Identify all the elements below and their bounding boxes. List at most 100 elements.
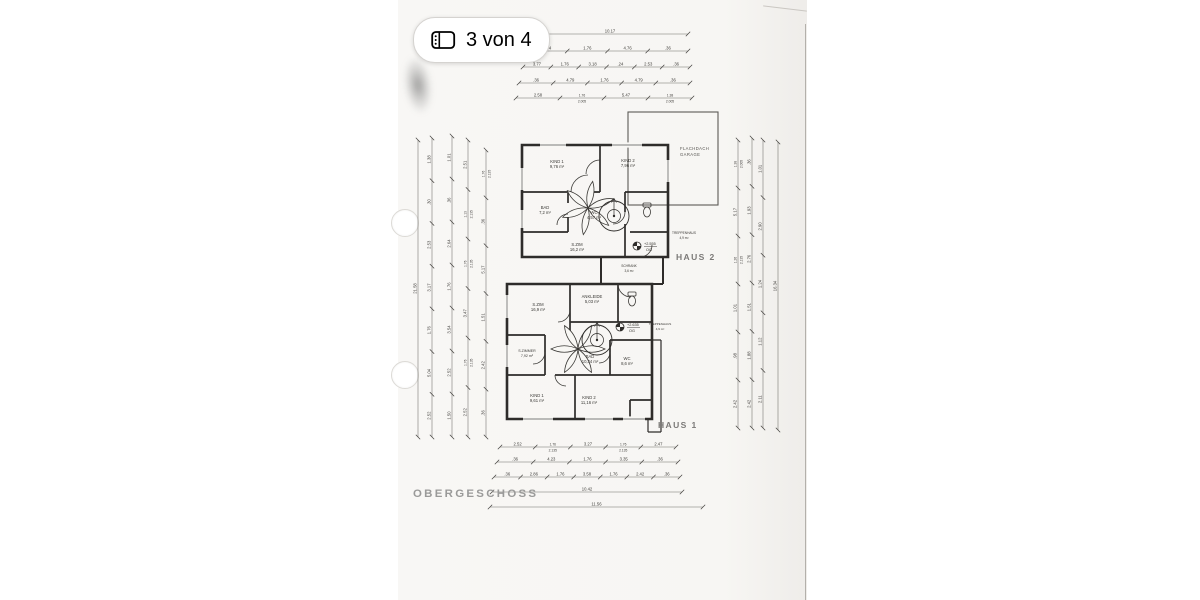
room-label: WC4,57 m² (587, 210, 602, 220)
svg-text:OG: OG (646, 248, 652, 252)
page-indicator-badge[interactable]: 3 von 4 (413, 17, 550, 63)
svg-text:.36: .36 (446, 197, 451, 203)
room-label: WC8,6 m² (621, 356, 633, 366)
svg-text:3.18: 3.18 (589, 61, 598, 66)
svg-text:+2.555: +2.555 (644, 242, 656, 246)
svg-text:8,6 m²: 8,6 m² (621, 361, 633, 366)
svg-text:2.53: 2.53 (426, 240, 431, 249)
svg-text:.36: .36 (673, 61, 679, 66)
svg-text:10.17: 10.17 (605, 28, 616, 33)
svg-text:1.93: 1.93 (746, 206, 751, 215)
svg-text:2.005: 2.005 (578, 99, 586, 103)
door-swing-flower-haus2 (561, 180, 615, 236)
svg-text:4.79: 4.79 (566, 77, 575, 82)
svg-text:2.11: 2.11 (757, 395, 762, 404)
svg-text:2.005: 2.005 (739, 160, 743, 168)
svg-text:2.47: 2.47 (654, 441, 663, 446)
svg-text:.36: .36 (665, 45, 671, 50)
svg-text:16,2 m²: 16,2 m² (570, 247, 585, 252)
spiral-stair-haus1 (581, 321, 613, 356)
svg-text:4.76: 4.76 (624, 45, 633, 50)
svg-text:2.135: 2.135 (487, 170, 491, 178)
room-label: KIND 27,96 m² (621, 158, 636, 168)
svg-text:2.52: 2.52 (462, 408, 467, 417)
svg-text:2.76: 2.76 (746, 254, 751, 263)
svg-text:4,9 m²: 4,9 m² (656, 327, 665, 331)
svg-text:.36: .36 (480, 410, 485, 416)
svg-text:1.76: 1.76 (446, 282, 451, 291)
svg-text:5.17: 5.17 (480, 265, 485, 274)
svg-text:10,34 m²: 10,34 m² (582, 359, 599, 364)
svg-text:1.76: 1.76 (463, 260, 467, 267)
svg-text:11.56: 11.56 (591, 501, 602, 506)
svg-text:2.52: 2.52 (426, 411, 431, 420)
svg-text:3.47: 3.47 (462, 309, 467, 318)
svg-text:10.42: 10.42 (582, 486, 593, 491)
svg-text:WC: WC (624, 356, 631, 361)
svg-text:KIND 1: KIND 1 (550, 159, 564, 164)
svg-text:2.42: 2.42 (636, 471, 645, 476)
svg-text:4.23: 4.23 (547, 456, 556, 461)
pages-icon (431, 31, 456, 49)
dimension-chain: .361.932.761.511.882.42 (746, 135, 755, 431)
level-marker-haus2: +2.555 OG (632, 241, 657, 252)
svg-text:1.76: 1.76 (426, 325, 431, 334)
svg-text:7,2 m²: 7,2 m² (539, 210, 551, 215)
svg-text:.36: .36 (504, 471, 510, 476)
garage-label-line1: FLACHDACH (680, 146, 709, 151)
svg-text:1.76: 1.76 (561, 61, 570, 66)
svg-text:1.76: 1.76 (609, 471, 618, 476)
svg-text:.30: .30 (426, 198, 431, 204)
svg-text:SCHRANK: SCHRANK (621, 264, 637, 268)
svg-text:2.64: 2.64 (446, 239, 451, 248)
svg-text:9,61 m²: 9,61 m² (530, 398, 545, 403)
svg-text:1.76: 1.76 (463, 359, 467, 366)
svg-text:1.01: 1.01 (757, 164, 762, 173)
svg-text:2.42: 2.42 (746, 399, 751, 408)
svg-text:1.76: 1.76 (583, 45, 592, 50)
svg-text:16,9 m²: 16,9 m² (531, 307, 546, 312)
svg-text:1.76: 1.76 (579, 93, 586, 97)
svg-text:1.88: 1.88 (746, 351, 751, 360)
room-label: KIND 211,16 m² (581, 395, 598, 405)
svg-text:2.135: 2.135 (549, 448, 557, 452)
svg-text:1.76: 1.76 (481, 171, 485, 178)
svg-text:5.47: 5.47 (622, 92, 631, 97)
svg-text:TREPPENHAUS: TREPPENHAUS (649, 322, 672, 326)
svg-text:4,9 m²: 4,9 m² (679, 236, 688, 240)
svg-text:1.12: 1.12 (757, 337, 762, 346)
svg-text:7,92 m²: 7,92 m² (521, 354, 534, 358)
svg-text:+2.635: +2.635 (627, 323, 639, 327)
haus2-outer-walls (520, 143, 670, 259)
svg-text:1.76: 1.76 (550, 442, 557, 446)
svg-text:1.38: 1.38 (667, 93, 674, 97)
svg-text:2.135: 2.135 (469, 210, 473, 218)
svg-text:1.38: 1.38 (733, 161, 737, 168)
svg-text:ANKLEIDE: ANKLEIDE (582, 294, 603, 299)
svg-text:2.135: 2.135 (469, 259, 473, 267)
svg-text:2.42: 2.42 (480, 361, 485, 370)
svg-text:3.58: 3.58 (583, 471, 592, 476)
svg-text:S.ZIMMER: S.ZIMMER (518, 349, 536, 353)
svg-text:2.135: 2.135 (619, 448, 627, 452)
svg-text:.36: .36 (664, 471, 670, 476)
svg-text:S.ZIM: S.ZIM (571, 242, 583, 247)
hole-punch (391, 209, 419, 237)
haus1-label: HAUS 1 (658, 420, 698, 430)
svg-text:KIND 2: KIND 2 (582, 395, 596, 400)
svg-text:2.51: 2.51 (462, 160, 467, 169)
svg-text:2.86: 2.86 (530, 471, 539, 476)
page-right-edge (805, 24, 806, 600)
toilet-fixture-haus2 (642, 202, 652, 218)
svg-text:S.ZIM: S.ZIM (532, 302, 544, 307)
svg-text:3.77: 3.77 (533, 61, 542, 66)
svg-text:.36: .36 (670, 77, 676, 82)
garage-outline (627, 111, 719, 206)
svg-text:4.79: 4.79 (635, 77, 644, 82)
